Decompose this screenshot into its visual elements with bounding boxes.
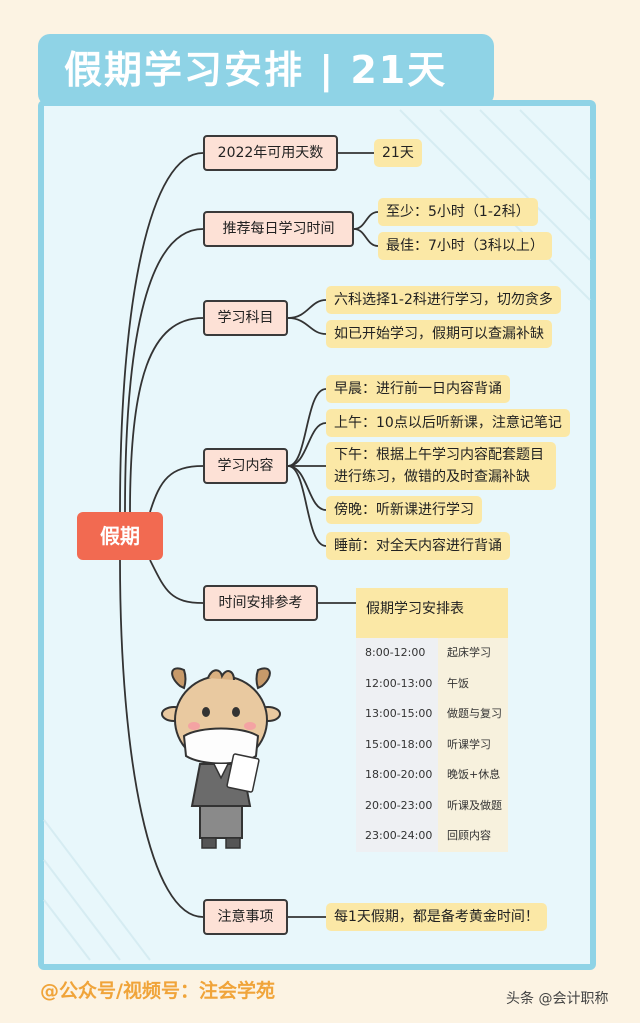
branch-content: 学习内容 <box>203 448 288 484</box>
leaf-forenoon: 上午：10点以后听新课，注意记笔记 <box>326 409 570 437</box>
leaf-minimum-time: 至少：5小时（1-2科） <box>378 198 538 226</box>
title-banner <box>38 34 494 106</box>
leaf-subject-review: 如已开始学习，假期可以查漏补缺 <box>326 320 552 348</box>
watermark: 头条 @会计职称 <box>506 991 609 1007</box>
leaf-morning: 早晨：进行前一日内容背诵 <box>326 375 510 403</box>
schedule-activity: 回顾内容 <box>438 821 508 852</box>
branch-subjects: 学习科目 <box>203 300 288 336</box>
schedule-activity: 晚饭+休息 <box>438 760 508 791</box>
schedule-activity: 听课学习 <box>438 729 508 760</box>
cow-mascot-icon <box>161 667 281 849</box>
branch-schedule-reference: 时间安排参考 <box>203 585 318 621</box>
schedule-activity: 起床学习 <box>438 638 508 669</box>
schedule-activity: 做题与复习 <box>438 699 508 730</box>
branch-available-days: 2022年可用天数 <box>203 135 338 171</box>
schedule-time: 12:00-13:00 <box>356 668 438 699</box>
schedule-time: 15:00-18:00 <box>356 729 438 760</box>
leaf-golden-time: 每1天假期，都是备考黄金时间！ <box>326 903 547 931</box>
leaf-afternoon: 下午：根据上午学习内容配套题目进行练习，做错的及时查漏补缺 <box>326 442 556 490</box>
leaf-21-days: 21天 <box>374 139 422 167</box>
branch-notes: 注意事项 <box>203 899 288 935</box>
schedule-time: 13:00-15:00 <box>356 699 438 730</box>
schedule-time: 20:00-23:00 <box>356 790 438 821</box>
leaf-best-time: 最佳：7小时（3科以上） <box>378 232 552 260</box>
schedule-title: 假期学习安排表 <box>356 588 508 638</box>
leaf-bedtime: 睡前：对全天内容进行背诵 <box>326 532 510 560</box>
leaf-subject-choice: 六科选择1-2科进行学习，切勿贪多 <box>326 286 561 314</box>
schedule-time: 8:00-12:00 <box>356 638 438 669</box>
schedule-time: 23:00-24:00 <box>356 821 438 852</box>
schedule-activity: 午饭 <box>438 668 508 699</box>
root-node: 假期 <box>77 512 163 560</box>
schedule-time: 18:00-20:00 <box>356 760 438 791</box>
leaf-evening: 傍晚：听新课进行学习 <box>326 496 482 524</box>
schedule-activity: 听课及做题 <box>438 790 508 821</box>
branch-daily-study-time: 推荐每日学习时间 <box>203 211 354 247</box>
page-title: 假期学习安排 | 21天 <box>64 48 448 92</box>
footer-account: @公众号/视频号：注会学苑 <box>40 980 275 1002</box>
